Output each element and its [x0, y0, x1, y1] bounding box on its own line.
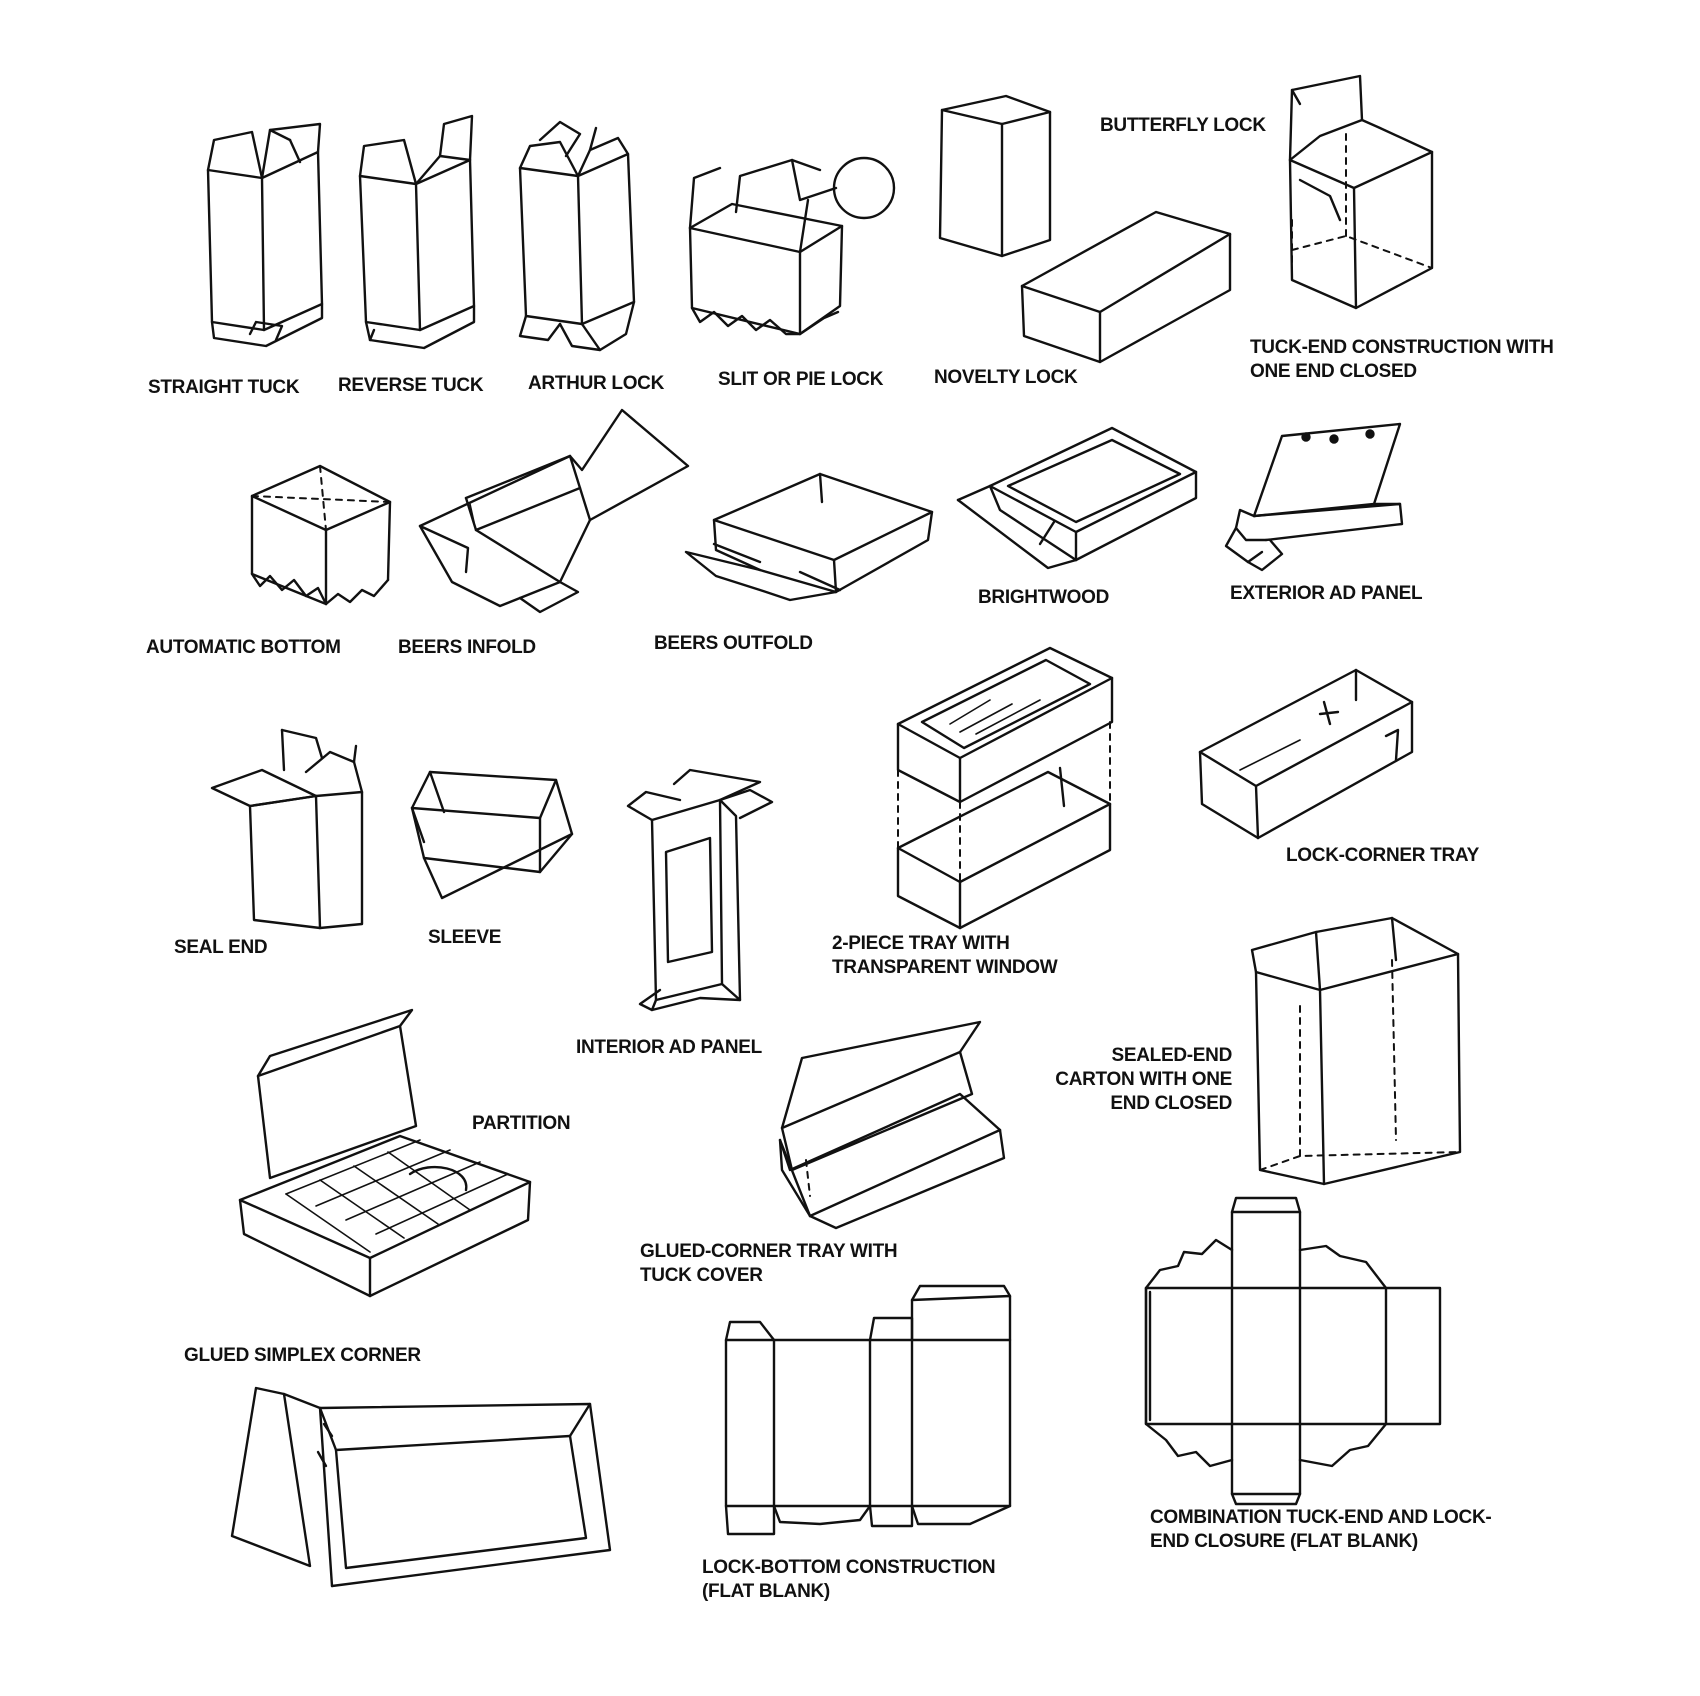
label-glued-corner-tray-line2: TUCK COVER [640, 1265, 763, 1286]
label-sealed-end-carton-line2: CARTON WITH ONE [1055, 1069, 1232, 1090]
lock-corner-tray-drawing [1198, 668, 1414, 840]
glued-simplex-corner-drawing [238, 1008, 532, 1298]
label-brightwood: BRIGHTWOOD [978, 587, 1110, 608]
brightwood-drawing [956, 426, 1198, 570]
label-combination-line2: END CLOSURE (FLAT BLANK) [1150, 1531, 1418, 1552]
label-partition: PARTITION [472, 1113, 571, 1134]
lock-bottom-flat-blank-drawing [724, 1284, 1012, 1536]
label-tuck-end-one-end-closed-line1: TUCK-END CONSTRUCTION WITH [1250, 337, 1554, 358]
arthur-lock-drawing [518, 120, 636, 352]
label-slit-or-pie-lock: SLIT OR PIE LOCK [718, 369, 884, 390]
label-reverse-tuck: REVERSE TUCK [338, 375, 484, 396]
label-glued-simplex-corner: GLUED SIMPLEX CORNER [184, 1345, 421, 1366]
glued-corner-tray-drawing [778, 1020, 1006, 1230]
label-interior-ad-panel: INTERIOR AD PANEL [576, 1037, 762, 1058]
combination-flat-blank-drawing [1144, 1196, 1442, 1506]
automatic-bottom-drawing [250, 464, 392, 606]
interior-ad-panel-drawing [626, 768, 774, 1012]
label-lock-bottom-line1: LOCK-BOTTOM CONSTRUCTION [702, 1557, 996, 1578]
beers-outfold-drawing [684, 472, 934, 602]
label-beers-outfold: BEERS OUTFOLD [654, 633, 813, 654]
label-exterior-ad-panel: EXTERIOR AD PANEL [1230, 583, 1423, 604]
label-lock-bottom-line2: (FLAT BLANK) [702, 1581, 830, 1602]
label-butterfly-lock: BUTTERFLY LOCK [1100, 115, 1266, 136]
label-lock-corner-tray: LOCK-CORNER TRAY [1286, 845, 1479, 866]
label-tuck-end-one-end-closed-line2: ONE END CLOSED [1250, 361, 1417, 382]
label-arthur-lock: ARTHUR LOCK [528, 373, 665, 394]
label-two-piece-tray-line2: TRANSPARENT WINDOW [832, 957, 1058, 978]
label-beers-infold: BEERS INFOLD [398, 637, 536, 658]
simplex-tray-drawing [230, 1386, 612, 1588]
tuck-end-one-end-closed-drawing [1288, 74, 1434, 310]
slit-pie-lock-drawing [688, 156, 896, 336]
label-glued-corner-tray-line1: GLUED-CORNER TRAY WITH [640, 1241, 898, 1262]
seal-end-drawing [210, 728, 364, 930]
label-sealed-end-carton-line3: END CLOSED [1110, 1093, 1232, 1114]
label-sleeve: SLEEVE [428, 927, 502, 948]
label-automatic-bottom: AUTOMATIC BOTTOM [146, 637, 341, 658]
label-sealed-end-carton-line1: SEALED-END [1111, 1045, 1232, 1066]
novelty-lock-drawing [938, 94, 1232, 364]
reverse-tuck-drawing [358, 114, 476, 350]
beers-infold-drawing [418, 408, 690, 614]
exterior-ad-panel-drawing [1224, 422, 1404, 572]
label-straight-tuck: STRAIGHT TUCK [148, 377, 300, 398]
label-novelty-lock: NOVELTY LOCK [934, 367, 1078, 388]
straight-tuck-drawing [206, 122, 324, 348]
sealed-end-carton-drawing [1250, 916, 1462, 1186]
label-combination-line1: COMBINATION TUCK-END AND LOCK- [1150, 1507, 1492, 1528]
label-two-piece-tray-line1: 2-PIECE TRAY WITH [832, 933, 1010, 954]
label-seal-end: SEAL END [174, 937, 268, 958]
two-piece-tray-drawing [896, 646, 1114, 930]
sleeve-drawing [410, 770, 574, 900]
